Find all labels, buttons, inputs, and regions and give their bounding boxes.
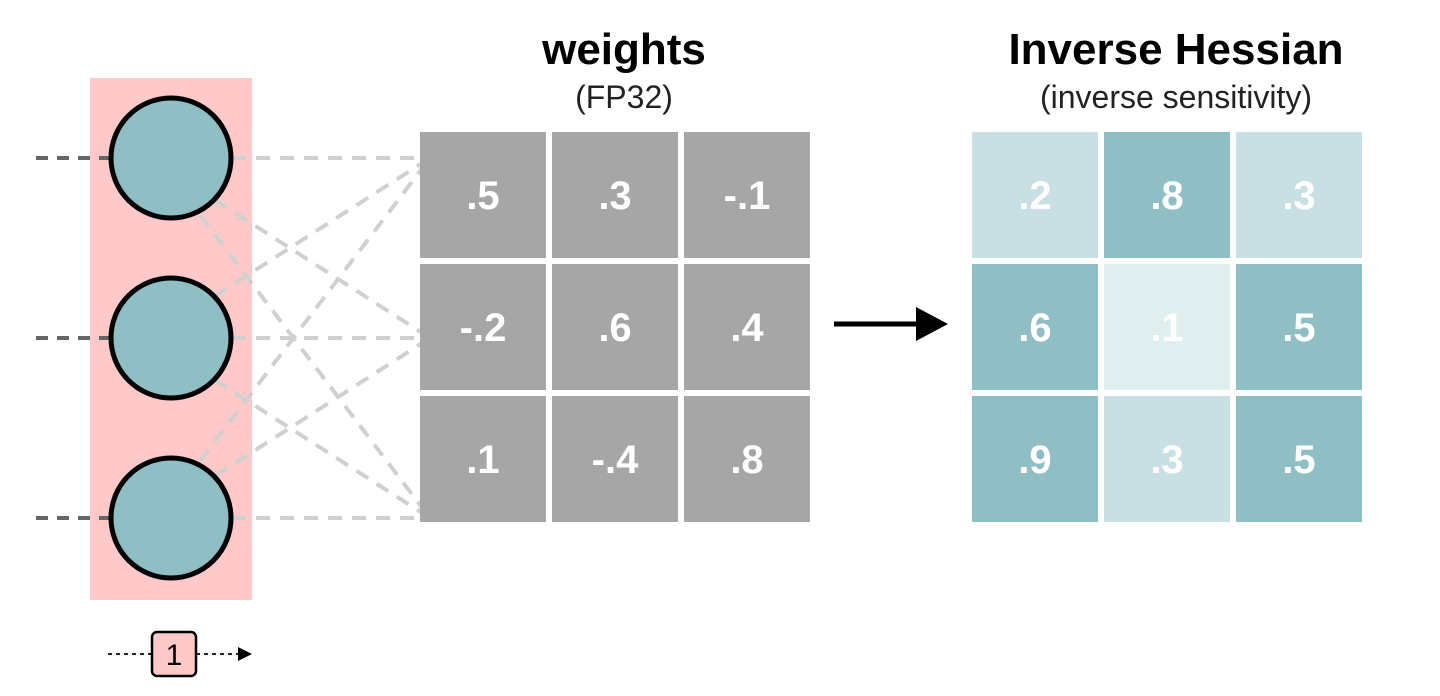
weight-cell-value: .1 [466, 438, 499, 482]
connection-line [213, 156, 432, 298]
weight-cell-value: .5 [466, 174, 499, 218]
weight-cell [684, 264, 810, 390]
weight-cell [420, 264, 546, 390]
neuron-2 [108, 275, 234, 401]
weight-cell-value: .3 [598, 174, 631, 218]
neuron-weight-connections [198, 156, 432, 520]
weights-matrix: .5 .3 -.1 -.2 .6 .4 .1 -.4 .8 [420, 132, 810, 522]
weights-subtitle: (FP32) [575, 79, 673, 115]
hessian-cell [1236, 132, 1362, 258]
connection-line [213, 378, 432, 520]
hessian-cell-value: .9 [1018, 438, 1051, 482]
step-indicator: 1 [108, 630, 252, 678]
neuron-1 [108, 95, 234, 221]
weight-cell-value: .6 [598, 306, 631, 350]
weight-cell-value: -.2 [460, 306, 507, 350]
step-label: 1 [166, 639, 183, 672]
weight-cell [552, 132, 678, 258]
hessian-cell [972, 396, 1098, 522]
hessian-cell-value: .6 [1018, 306, 1051, 350]
hessian-cell [972, 264, 1098, 390]
hessian-cell-value: .5 [1282, 306, 1315, 350]
weight-cell-value: .4 [730, 306, 764, 350]
hessian-cell-value: .8 [1150, 174, 1183, 218]
weight-cell [552, 396, 678, 522]
hessian-cell [1104, 132, 1230, 258]
weight-cell [420, 396, 546, 522]
weight-cell-value: .8 [730, 438, 763, 482]
connection-line [198, 156, 432, 463]
connection-line [198, 213, 432, 520]
weight-cell [684, 396, 810, 522]
hessian-cell-value: .1 [1150, 306, 1183, 350]
weight-cell-value: -.4 [592, 438, 639, 482]
step-arrowhead-icon [238, 647, 252, 661]
hessian-title: Inverse Hessian [1008, 25, 1343, 74]
hessian-cell-value: .2 [1018, 174, 1051, 218]
hessian-cell [1104, 396, 1230, 522]
weights-title: weights [541, 25, 706, 74]
hessian-cell [1104, 264, 1230, 390]
hessian-cell [1236, 264, 1362, 390]
hessian-cell-value: .3 [1282, 174, 1315, 218]
hessian-cell [1236, 396, 1362, 522]
hessian-cell-value: .3 [1150, 438, 1183, 482]
weight-cell [552, 264, 678, 390]
connection-line [213, 336, 432, 478]
weight-cell [684, 132, 810, 258]
hessian-cell [972, 132, 1098, 258]
hessian-subtitle: (inverse sensitivity) [1040, 79, 1312, 115]
transform-arrowhead-icon [916, 307, 948, 341]
hessian-cell-value: .5 [1282, 438, 1315, 482]
weight-cell [420, 132, 546, 258]
connection-line [213, 198, 432, 340]
neuron-3 [108, 455, 234, 581]
inverse-hessian-matrix: .2 .8 .3 .6 .1 .5 .9 .3 .5 [972, 132, 1362, 522]
weight-cell-value: -.1 [724, 174, 771, 218]
neurons [108, 95, 234, 581]
